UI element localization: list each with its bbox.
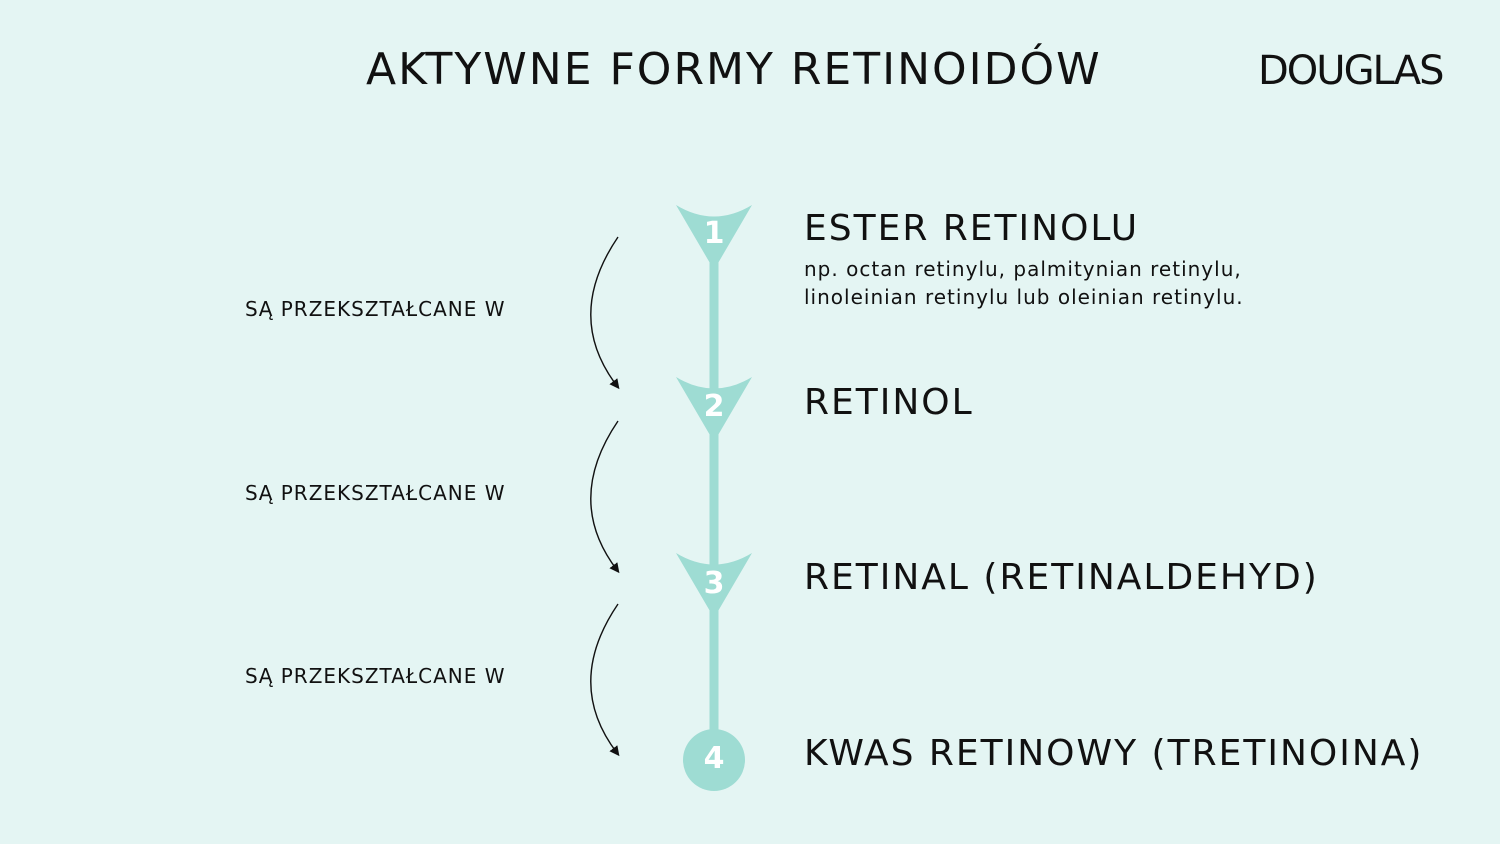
step-1-number: 1 (703, 216, 725, 251)
step-1-marker (676, 205, 752, 270)
step-2-marker (676, 377, 752, 442)
conversion-arrow-3 (590, 603, 620, 757)
step-1-description: np. octan retinylu, palmitynian retinylu… (804, 255, 1244, 311)
step-3-number: 3 (703, 566, 725, 601)
step-2-number: 2 (703, 389, 725, 424)
conversion-label-1: SĄ PRZEKSZTAŁCANE W (245, 297, 506, 321)
step-1-description-line: linoleinian retinylu lub oleinian retiny… (804, 285, 1244, 309)
step-3-marker (676, 553, 752, 618)
conversion-arrow-1 (590, 236, 620, 390)
step-1-description-line: np. octan retinylu, palmitynian retinylu… (804, 257, 1242, 281)
step-3-title: RETINAL (RETINALDEHYD) (804, 557, 1319, 598)
step-4-number: 4 (703, 741, 725, 776)
douglas-logo: DOUGLAS (1258, 48, 1445, 94)
conversion-label-3: SĄ PRZEKSZTAŁCANE W (245, 664, 506, 688)
conversion-label-2: SĄ PRZEKSZTAŁCANE W (245, 481, 506, 505)
step-4-marker (683, 729, 745, 791)
page-title: AKTYWNE FORMY RETINOIDÓW (366, 44, 1102, 95)
step-4-title: KWAS RETINOWY (TRETINOINA) (804, 733, 1424, 774)
conversion-arrow-2 (590, 420, 620, 574)
step-1-title: ESTER RETINOLU (804, 208, 1140, 249)
step-2-title: RETINOL (804, 382, 974, 423)
